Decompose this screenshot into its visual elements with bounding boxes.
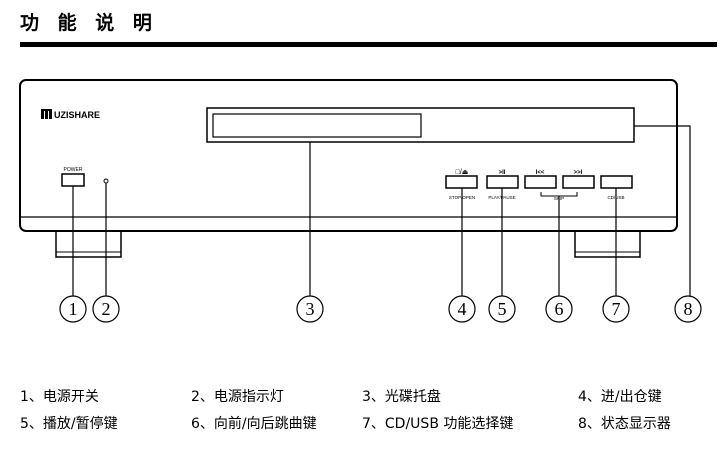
callout-1: 1 xyxy=(69,299,78,319)
cd-usb-button[interactable] xyxy=(600,175,633,189)
callout-6: 6 xyxy=(555,299,564,319)
play-pause-icon: >II xyxy=(499,170,506,176)
brand-logo-icon xyxy=(41,109,52,119)
right-foot xyxy=(574,229,641,258)
power-button[interactable] xyxy=(61,173,85,187)
callout-5: 5 xyxy=(498,299,507,319)
brand-name: UZISHARE xyxy=(54,110,100,120)
callout-circles xyxy=(59,295,702,323)
stop-open-icon: □/⏏ xyxy=(456,169,469,176)
title-rule xyxy=(20,42,717,47)
next-icon: >>I xyxy=(574,170,583,176)
callout-4: 4 xyxy=(458,299,467,319)
prev-button[interactable] xyxy=(524,175,557,189)
device-body xyxy=(19,79,678,232)
page-title: 功 能 说 明 xyxy=(20,12,158,34)
power-indicator xyxy=(103,178,109,184)
next-button[interactable] xyxy=(562,175,595,189)
power-label: POWER xyxy=(64,167,83,173)
left-foot xyxy=(55,229,122,258)
tray-slot xyxy=(212,113,422,138)
play-pause-button[interactable] xyxy=(486,175,519,189)
callout-7: 7 xyxy=(612,299,621,319)
callout-3: 3 xyxy=(306,299,315,319)
prev-icon: I<< xyxy=(536,170,545,176)
callout-2: 2 xyxy=(102,299,111,319)
leader-lines xyxy=(72,125,691,296)
callout-8: 8 xyxy=(684,299,693,319)
stop-open-button[interactable] xyxy=(445,175,478,189)
